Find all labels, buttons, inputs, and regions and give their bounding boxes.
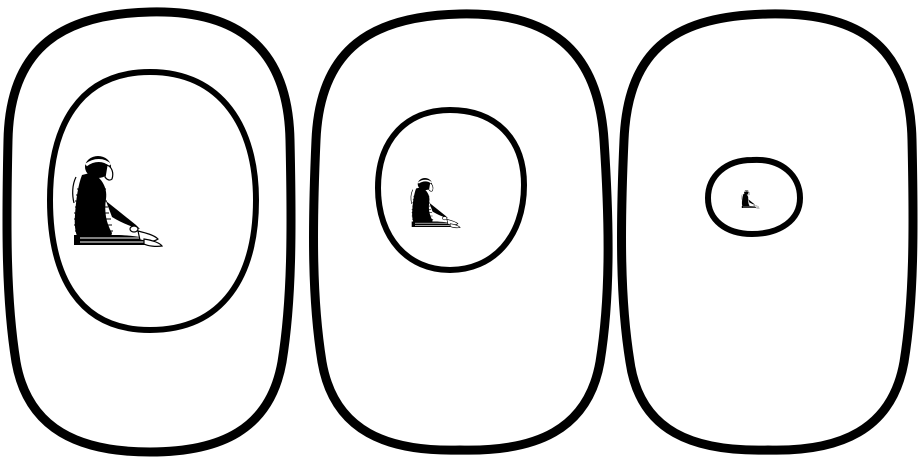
- outer-frame-2: [314, 14, 609, 450]
- inner-frame-3: [708, 160, 800, 234]
- panel-1: [7, 12, 291, 452]
- panel-3: [622, 14, 914, 450]
- inner-frame-2: [378, 110, 524, 270]
- seated-figure-medium: [411, 178, 460, 228]
- panel-2: [314, 14, 609, 450]
- seated-figure-small: [742, 190, 760, 208]
- seated-figure-large: [73, 156, 162, 246]
